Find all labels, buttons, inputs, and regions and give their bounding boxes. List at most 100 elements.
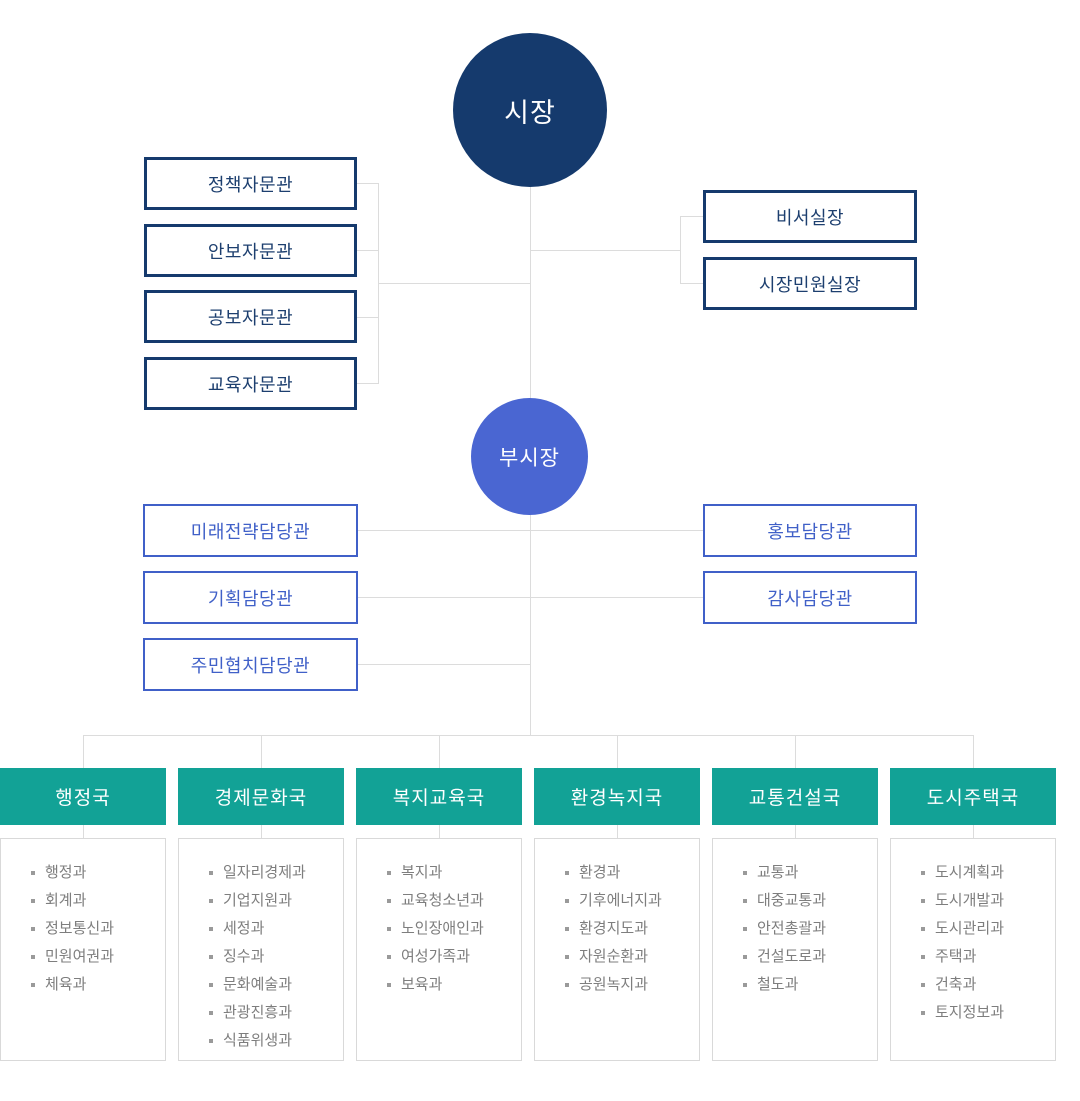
connector-office-to-trunk — [530, 250, 680, 251]
department-item: 주택과 — [921, 943, 1049, 971]
department-label: 회계과 — [45, 892, 87, 909]
bullet-icon — [387, 927, 391, 931]
department-list: 행정과 회계과 정보통신과 민원여권과 체육과 — [0, 838, 166, 1061]
bullet-icon — [565, 983, 569, 987]
bullet-icon — [209, 899, 213, 903]
advisor-label: 정책자문관 — [207, 174, 294, 195]
department-item: 여성가족과 — [387, 943, 515, 971]
advisor-label: 안보자문관 — [207, 241, 294, 262]
department-label: 관광진흥과 — [223, 1004, 293, 1021]
connector-deputy-left-1 — [358, 530, 530, 531]
bullet-icon — [387, 899, 391, 903]
deputy-staff-label: 기획담당관 — [207, 588, 294, 609]
bureau-header: 환경녹지국 — [534, 768, 700, 825]
department-item: 대중교통과 — [743, 887, 871, 915]
department-label: 철도과 — [757, 976, 799, 993]
department-label: 건설도로과 — [757, 948, 827, 965]
bullet-icon — [743, 871, 747, 875]
department-label: 교육청소년과 — [401, 892, 484, 909]
department-item: 기업지원과 — [209, 887, 337, 915]
department-label: 식품위생과 — [223, 1032, 293, 1049]
department-item: 교육청소년과 — [387, 887, 515, 915]
department-label: 도시관리과 — [935, 920, 1005, 937]
department-item: 교통과 — [743, 859, 871, 887]
department-label: 징수과 — [223, 948, 265, 965]
department-item: 공원녹지과 — [565, 971, 693, 999]
department-item: 징수과 — [209, 943, 337, 971]
department-item: 노인장애인과 — [387, 915, 515, 943]
bullet-icon — [31, 927, 35, 931]
bullet-icon — [921, 871, 925, 875]
bureau-column-transport-construction: 교통건설국 교통과 대중교통과 안전총괄과 건설도로과 철도과 — [712, 768, 878, 1061]
bullet-icon — [921, 983, 925, 987]
office-box-civil-affairs: 시장민원실장 — [703, 257, 917, 310]
mayor-node: 시장 — [453, 33, 607, 187]
bullet-icon — [209, 871, 213, 875]
department-item: 기후에너지과 — [565, 887, 693, 915]
department-item: 보육과 — [387, 971, 515, 999]
advisor-box-education: 교육자문관 — [144, 357, 357, 410]
bullet-icon — [743, 899, 747, 903]
deputy-mayor-node: 부시장 — [471, 398, 588, 515]
department-label: 자원순환과 — [579, 948, 649, 965]
connector-bureau-drop-6 — [973, 735, 974, 768]
advisor-label: 공보자문관 — [207, 307, 294, 328]
department-label: 환경과 — [579, 864, 621, 881]
department-label: 건축과 — [935, 976, 977, 993]
department-item: 체육과 — [31, 971, 159, 999]
bullet-icon — [921, 927, 925, 931]
connector-deputy-right-1 — [530, 530, 703, 531]
deputy-staff-label: 홍보담당관 — [767, 521, 853, 542]
bureau-column-administration: 행정국 행정과 회계과 정보통신과 민원여권과 체육과 — [0, 768, 166, 1061]
bullet-icon — [921, 899, 925, 903]
connector-header-to-list — [261, 825, 262, 838]
department-item: 철도과 — [743, 971, 871, 999]
bullet-icon — [387, 871, 391, 875]
bureau-name: 경제문화국 — [214, 788, 308, 809]
deputy-staff-box-planning: 기획담당관 — [143, 571, 358, 624]
connector-header-to-list — [795, 825, 796, 838]
bullet-icon — [743, 927, 747, 931]
bureau-header: 행정국 — [0, 768, 166, 825]
connector-bureau-drop-1 — [83, 735, 84, 768]
bullet-icon — [31, 983, 35, 987]
deputy-staff-label: 미래전략담당관 — [190, 521, 311, 542]
connector-header-to-list — [617, 825, 618, 838]
bullet-icon — [921, 1011, 925, 1015]
connector-header-to-list — [973, 825, 974, 838]
connector-bureau-drop-3 — [439, 735, 440, 768]
advisor-box-security: 안보자문관 — [144, 224, 357, 277]
department-label: 도시개발과 — [935, 892, 1005, 909]
department-item: 토지정보과 — [921, 999, 1049, 1027]
department-label: 보육과 — [401, 976, 443, 993]
department-item: 세정과 — [209, 915, 337, 943]
bureau-header: 복지교육국 — [356, 768, 522, 825]
connector-advisor-to-trunk — [378, 283, 530, 284]
advisor-box-policy: 정책자문관 — [144, 157, 357, 210]
deputy-staff-box-resident-cooperation: 주민협치담당관 — [143, 638, 358, 691]
connector-advisor-2 — [357, 250, 378, 251]
department-label: 기후에너지과 — [579, 892, 662, 909]
connector-deputy-right-2 — [530, 597, 703, 598]
advisor-label: 교육자문관 — [207, 374, 294, 395]
connector-deputy-left-3 — [358, 664, 530, 665]
bullet-icon — [565, 955, 569, 959]
department-label: 토지정보과 — [935, 1004, 1005, 1021]
department-item: 자원순환과 — [565, 943, 693, 971]
bureau-column-economy-culture: 경제문화국 일자리경제과 기업지원과 세정과 징수과 문화예술과 관광진흥과 식… — [178, 768, 344, 1061]
department-item: 도시개발과 — [921, 887, 1049, 915]
bullet-icon — [921, 955, 925, 959]
department-item: 문화예술과 — [209, 971, 337, 999]
bureau-column-city-housing: 도시주택국 도시계획과 도시개발과 도시관리과 주택과 건축과 토지정보과 — [890, 768, 1056, 1061]
department-label: 행정과 — [45, 864, 87, 881]
bullet-icon — [31, 871, 35, 875]
department-item: 민원여권과 — [31, 943, 159, 971]
department-item: 환경과 — [565, 859, 693, 887]
office-label: 비서실장 — [775, 207, 845, 228]
advisor-box-public-info: 공보자문관 — [144, 290, 357, 343]
connector-bureau-drop-4 — [617, 735, 618, 768]
bureau-name: 환경녹지국 — [570, 788, 664, 809]
bullet-icon — [387, 983, 391, 987]
department-label: 노인장애인과 — [401, 920, 484, 937]
